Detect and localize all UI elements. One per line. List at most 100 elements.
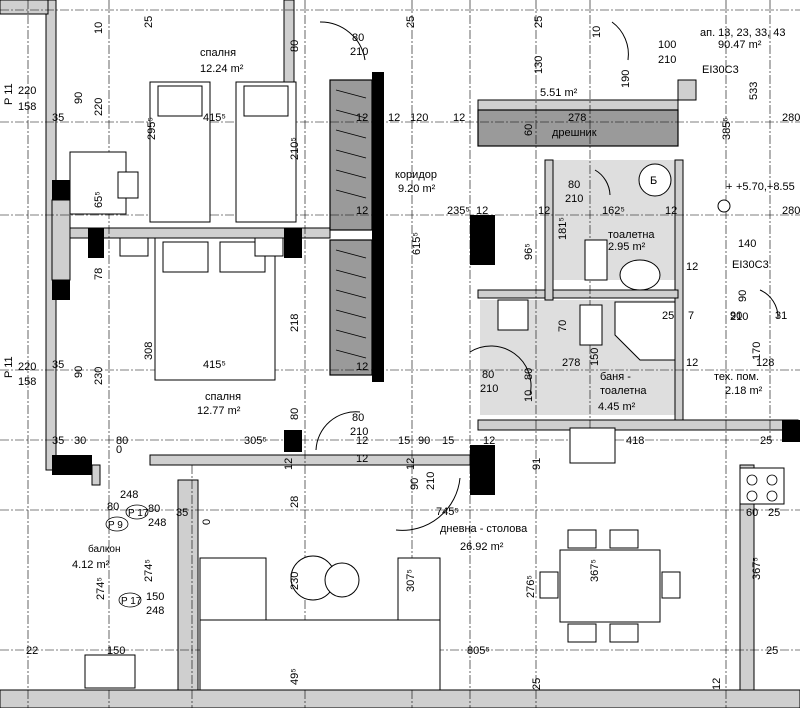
door1-height: 210 [350, 46, 368, 58]
svg-text:418: 418 [626, 435, 644, 447]
svg-text:80: 80 [523, 368, 535, 380]
svg-text:305⁵: 305⁵ [244, 435, 267, 447]
svg-text:140: 140 [738, 238, 756, 250]
window-p17a: P 17 [128, 508, 149, 519]
svg-text:90: 90 [418, 435, 430, 447]
svg-text:12: 12 [356, 435, 368, 447]
svg-text:7: 7 [688, 310, 694, 322]
svg-text:35: 35 [52, 435, 64, 447]
svg-text:90: 90 [73, 366, 85, 378]
window-p9-tag [105, 516, 129, 532]
svg-text:274⁵: 274⁵ [143, 559, 155, 582]
svg-text:181⁵: 181⁵ [557, 217, 569, 240]
level-plus-icon: + [726, 181, 732, 193]
fire-rating-2: EI30C3 [732, 259, 769, 271]
svg-text:12: 12 [453, 112, 465, 124]
svg-text:12: 12 [538, 205, 550, 217]
bedroom1-area: 12.24 m² [200, 63, 244, 75]
svg-text:25: 25 [143, 16, 155, 28]
svg-text:80: 80 [289, 408, 301, 420]
svg-text:307⁵: 307⁵ [405, 569, 417, 592]
svg-text:280: 280 [782, 112, 800, 124]
svg-text:12: 12 [476, 205, 488, 217]
apartment-label: ап. 13, 23, 33, 43 [700, 27, 785, 39]
svg-text:805⁵: 805⁵ [467, 645, 490, 657]
kitchen-sink [569, 427, 616, 464]
dining-table [559, 549, 661, 623]
svg-text:218: 218 [289, 314, 301, 332]
svg-text:10: 10 [93, 22, 105, 34]
window-p11b: P 11 [3, 356, 15, 378]
window-p17b: P 17 [121, 596, 142, 607]
svg-text:415⁵: 415⁵ [203, 359, 226, 371]
hob [739, 467, 785, 505]
door6-width: 90 [409, 478, 421, 490]
svg-text:12: 12 [483, 435, 495, 447]
svg-text:230: 230 [289, 572, 301, 590]
level-mark: +5.70,+8.55 [736, 181, 795, 193]
dimensions: 10 25 80 25 130 25 10 415⁵ 295⁵ 220 90 2… [26, 16, 800, 690]
svg-text:25: 25 [768, 507, 780, 519]
svg-text:35: 35 [52, 359, 64, 371]
door2-height: 210 [658, 54, 676, 66]
svg-text:96⁵: 96⁵ [523, 243, 535, 260]
svg-text:220: 220 [93, 98, 105, 116]
door3-width: 80 [568, 179, 580, 191]
wc-area: 2.95 m² [608, 241, 646, 253]
window-p17a-width: 80 [148, 503, 160, 515]
door7-width: 90 [737, 290, 749, 302]
svg-text:274⁵: 274⁵ [95, 577, 107, 600]
svg-text:295⁵: 295⁵ [146, 117, 158, 140]
svg-text:17: 17 [289, 238, 301, 250]
living-area: 26.92 m² [460, 541, 504, 553]
bath-name-1: баня - [600, 371, 631, 383]
sofa-bottom [199, 619, 441, 691]
toilet-wc [584, 239, 608, 281]
svg-text:12: 12 [711, 678, 723, 690]
boiler-label: Б [650, 175, 657, 187]
svg-text:130: 130 [533, 56, 545, 74]
door3-height: 210 [565, 193, 583, 205]
door4-width: 80 [352, 412, 364, 424]
svg-text:15: 15 [442, 435, 454, 447]
window-p11b-height: 158 [18, 376, 36, 388]
window-p9-height: 248 [120, 489, 138, 501]
tech-name: тех. пом. [714, 371, 759, 383]
shower [614, 301, 676, 361]
window-p17a-height: 248 [148, 517, 166, 529]
door1-width: 80 [352, 32, 364, 44]
bedroom1-name: спалня [200, 47, 236, 59]
svg-text:30: 30 [74, 435, 86, 447]
svg-text:235⁵: 235⁵ [447, 205, 470, 217]
window-p11b-width: 220 [18, 361, 36, 373]
svg-text:308: 308 [143, 342, 155, 360]
chair [117, 171, 139, 199]
svg-text:12: 12 [686, 357, 698, 369]
fire-rating-1: EI30C3 [702, 64, 739, 76]
svg-text:25: 25 [531, 678, 543, 690]
svg-text:12: 12 [356, 361, 368, 373]
svg-text:12: 12 [686, 261, 698, 273]
door7-height: 210 [730, 311, 748, 323]
desk [69, 151, 127, 215]
bath-area: 4.45 m² [598, 401, 636, 413]
svg-text:230: 230 [93, 367, 105, 385]
svg-text:12: 12 [405, 458, 417, 470]
svg-text:12: 12 [356, 112, 368, 124]
svg-text:80: 80 [116, 435, 128, 447]
svg-text:10: 10 [289, 430, 301, 442]
window-p11a-height: 158 [18, 101, 36, 113]
svg-text:49⁵: 49⁵ [289, 668, 301, 685]
balcony-area: 4.12 m² [72, 559, 110, 571]
svg-text:60: 60 [746, 507, 758, 519]
svg-text:15: 15 [398, 435, 410, 447]
level-marker-icon [717, 199, 731, 213]
svg-text:60: 60 [523, 124, 535, 136]
svg-text:78: 78 [93, 268, 105, 280]
doors [315, 21, 779, 531]
svg-text:278: 278 [562, 357, 580, 369]
svg-text:745⁵: 745⁵ [436, 506, 459, 518]
svg-text:150: 150 [589, 348, 601, 366]
